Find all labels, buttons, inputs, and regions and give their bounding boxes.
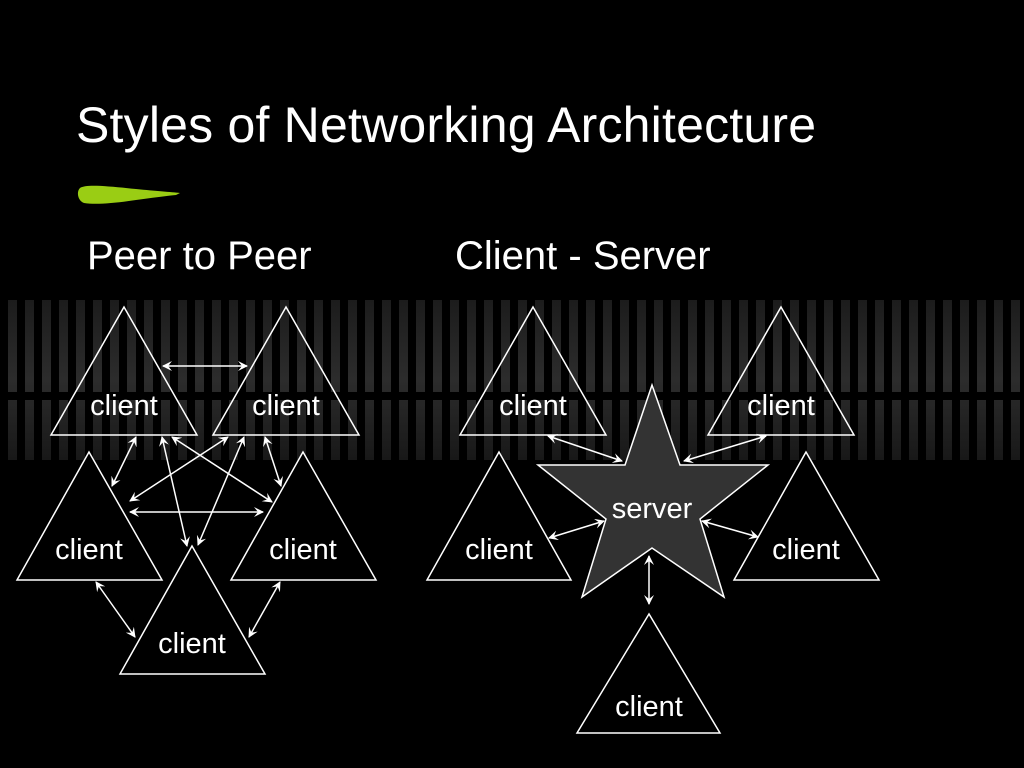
link-arrow-c3-server xyxy=(548,518,605,541)
triangle-shape xyxy=(458,305,608,436)
link-arrow-c2-server xyxy=(683,433,767,464)
server-label: server xyxy=(612,493,693,525)
slide-title: Styles of Networking Architecture xyxy=(76,97,817,153)
triangle-shape xyxy=(732,450,881,581)
link-arrow-p2-p3 xyxy=(129,436,229,502)
link-arrow-p1-p4 xyxy=(171,436,273,503)
node-label: client xyxy=(465,534,533,566)
client-server-heading: Client - Server xyxy=(455,234,711,278)
triangle-shape xyxy=(211,305,361,436)
link-arrow-c4-server xyxy=(701,518,759,540)
link-arrow-p1-p3 xyxy=(111,436,137,487)
p2p-node: client xyxy=(118,544,267,675)
peer-to-peer-heading: Peer to Peer xyxy=(87,234,312,278)
cs-client-node: client xyxy=(575,612,722,734)
triangle-shape xyxy=(15,450,164,581)
node-label: client xyxy=(499,390,567,422)
node-label: client xyxy=(747,390,815,422)
link-arrow-p2-p4 xyxy=(263,436,283,487)
star-shape xyxy=(535,382,771,599)
cs-client-node: client xyxy=(706,305,856,436)
striped-background-band xyxy=(0,300,1024,460)
node-label: client xyxy=(615,691,683,723)
p2p-node: client xyxy=(15,450,164,581)
triangle-shape xyxy=(229,450,378,581)
triangle-shape xyxy=(425,450,573,581)
node-label: client xyxy=(158,628,226,660)
triangle-shape xyxy=(118,544,267,675)
link-arrow-p2-p5 xyxy=(196,436,246,546)
link-arrow-c1-server xyxy=(547,434,623,463)
p2p-node: client xyxy=(49,305,199,436)
node-label: client xyxy=(772,534,840,566)
link-arrow-p1-p5 xyxy=(159,436,190,547)
server-node: server xyxy=(535,382,771,599)
node-label: client xyxy=(269,534,337,566)
cs-client-node: client xyxy=(425,450,573,581)
node-label: client xyxy=(90,390,158,422)
p2p-node: client xyxy=(211,305,361,436)
link-arrow-p3-p5 xyxy=(95,581,136,638)
node-label: client xyxy=(252,390,320,422)
triangle-shape xyxy=(575,612,722,734)
cs-client-node: client xyxy=(732,450,881,581)
p2p-node: client xyxy=(229,450,378,581)
node-label: client xyxy=(55,534,123,566)
cs-client-node: client xyxy=(458,305,608,436)
accent-brush-stroke xyxy=(77,185,180,204)
triangle-shape xyxy=(49,305,199,436)
triangle-shape xyxy=(706,305,856,436)
link-arrow-p4-p5 xyxy=(248,581,281,638)
